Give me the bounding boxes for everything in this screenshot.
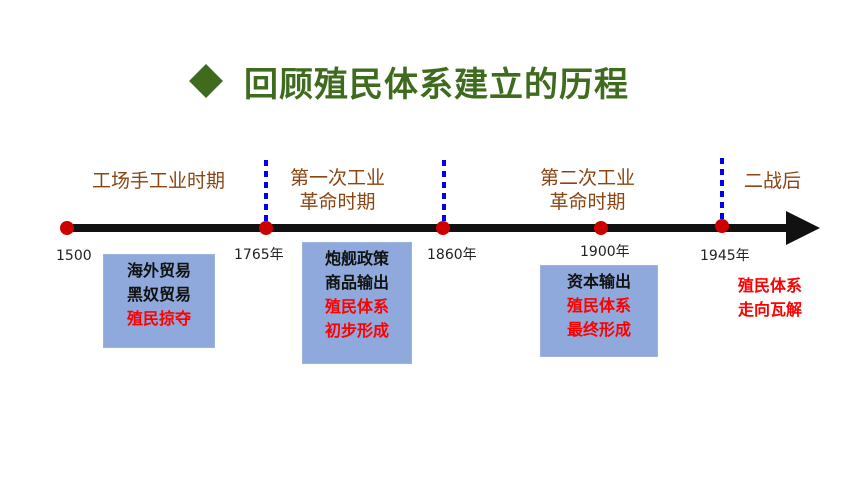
date-label-1500: 1500 bbox=[56, 248, 92, 264]
dot-1860 bbox=[436, 221, 450, 235]
date-label-1860: 1860年 bbox=[427, 247, 477, 263]
period-label-1: 工场手工业时期 bbox=[92, 170, 226, 192]
page-title: 回顾殖民体系建立的历程 bbox=[244, 64, 629, 105]
period-label-3: 第二次工业 革命时期 bbox=[540, 167, 636, 213]
date-label-1765: 1765年 bbox=[234, 247, 284, 263]
dot-1765 bbox=[259, 221, 273, 235]
period-label-4: 二战后 bbox=[744, 170, 802, 192]
date-label-1900: 1900年 bbox=[580, 244, 630, 260]
title-row: 回顾殖民体系建立的历程 bbox=[189, 58, 629, 105]
event-box-3: 资本输出 殖民体系 最终形成 bbox=[540, 265, 658, 357]
dot-1500 bbox=[60, 221, 74, 235]
date-label-1945: 1945年 bbox=[700, 248, 750, 264]
event-box-1: 海外贸易 黑奴贸易 殖民掠夺 bbox=[103, 254, 215, 348]
arrow-head-icon bbox=[786, 211, 820, 245]
event-text-4: 殖民体系 走向瓦解 bbox=[737, 276, 802, 319]
event-box-2: 炮舰政策 商品输出 殖民体系 初步形成 bbox=[302, 242, 412, 364]
dot-1900 bbox=[594, 221, 608, 235]
dot-1945 bbox=[715, 219, 729, 233]
period-label-2: 第一次工业 革命时期 bbox=[290, 167, 386, 213]
